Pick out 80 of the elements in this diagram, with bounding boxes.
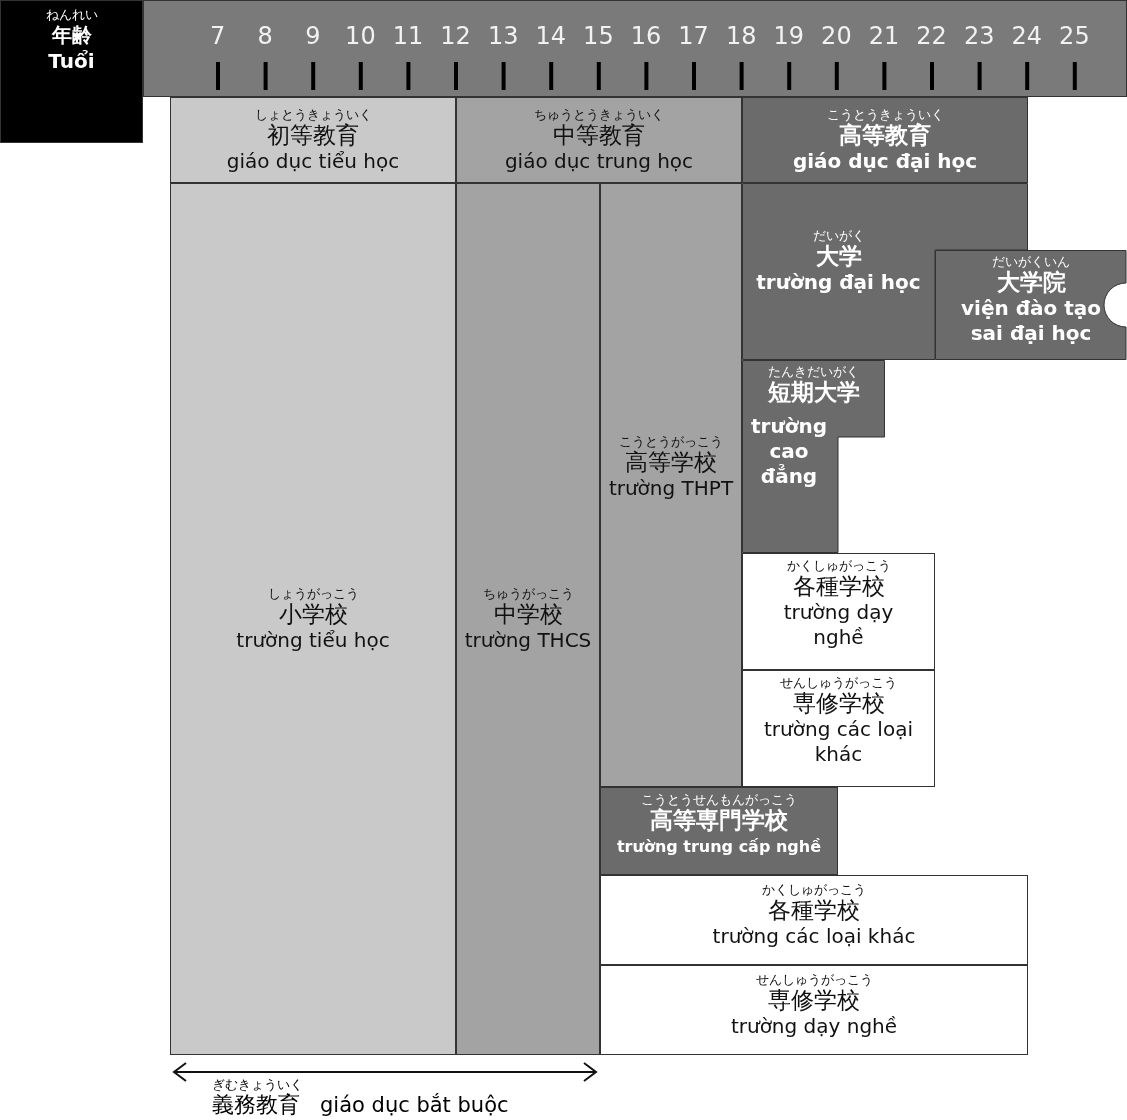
japanese-term: 高等教育	[839, 121, 931, 149]
vietnamese-term: giáo dục đại học	[792, 148, 978, 174]
vietnamese-term: trường tiểu học	[236, 627, 390, 653]
furigana-text: だいがくいん	[992, 254, 1070, 269]
vietnamese-term: trường các loại khác	[763, 717, 914, 767]
japanese-term: 年齢	[51, 22, 92, 49]
furigana-text: こうとうきょういく	[826, 106, 944, 122]
japanese-term: 義務教育	[212, 1092, 300, 1118]
age-number: 21	[867, 22, 901, 50]
vietnamese-term: trường dạy nghề	[730, 1014, 898, 1039]
furigana-text: こうとうがっこう	[619, 434, 723, 449]
furigana-text: だいがく	[812, 228, 865, 243]
furigana-text: たんきだいがく	[768, 364, 859, 379]
age-number: 14	[534, 22, 568, 50]
age-number: 9	[304, 22, 322, 50]
japanese-term: 高等専門学校	[650, 807, 788, 834]
age-number: 18	[724, 22, 758, 50]
vietnamese-term: giáo dục tiểu học	[226, 148, 400, 174]
furigana-text: ちゅうがっこう	[482, 585, 574, 601]
furigana-text: せんしゅうがっこう	[755, 972, 873, 987]
age-number: 25	[1058, 22, 1091, 50]
furigana-text: しょうがっこう	[267, 585, 359, 601]
age-number: 13	[486, 22, 520, 50]
furigana-text: せんしゅうがっこう	[780, 675, 897, 690]
school-box	[600, 183, 742, 787]
furigana-text: しょとうきょういく	[254, 106, 372, 122]
age-number: 12	[439, 22, 472, 50]
age-number: 16	[629, 22, 663, 50]
age-number: 15	[582, 22, 615, 50]
age-number: 20	[820, 22, 853, 50]
school-box	[600, 965, 1028, 1055]
school-box	[456, 183, 600, 1055]
vietnamese-term: trường dạy nghề	[782, 600, 895, 650]
vietnamese-term: trường đại học	[756, 270, 921, 295]
furigana-text: ねんれい	[45, 7, 98, 22]
age-number: 11	[391, 22, 425, 50]
school-box	[935, 250, 1127, 360]
age-number: 19	[772, 22, 806, 50]
header-box	[0, 0, 143, 143]
age-number: 23	[962, 22, 996, 50]
stage-header-box	[742, 97, 1028, 183]
furigana-text: ちゅうとうきょういく	[534, 106, 664, 122]
school-box	[600, 787, 838, 875]
furigana-text: かくしゅがっこう	[786, 558, 891, 573]
furigana-text: ぎむきょういく	[212, 1077, 303, 1092]
age-number: 10	[344, 22, 377, 50]
age-number: 17	[677, 22, 710, 50]
japanese-term: 短期大学	[767, 379, 860, 406]
stage-header-box	[170, 97, 456, 183]
school-box	[600, 875, 1028, 965]
vietnamese-term: trường các loại khác	[712, 924, 916, 949]
vietnamese-term: trường THPT	[608, 476, 734, 501]
age-number: 7	[208, 22, 227, 50]
school-box	[742, 553, 935, 670]
japanese-term: 中学校	[493, 600, 563, 628]
vietnamese-term: viện đào tạo sai đại học	[960, 296, 1102, 346]
age-number: 24	[1010, 22, 1044, 50]
age-number: 8	[256, 22, 274, 50]
japanese-term: 大学	[815, 243, 862, 270]
age-number: 22	[915, 22, 948, 50]
school-box	[170, 183, 456, 1055]
furigana-text: こうとうせんもんがっこう	[641, 792, 797, 807]
stage-header-box	[456, 97, 742, 183]
japanese-term: 小学校	[278, 600, 348, 628]
japanese-term: 専修学校	[792, 690, 885, 717]
vietnamese-term: trường trung cấp nghề	[616, 836, 822, 858]
vietnamese-term: Tuổi	[48, 49, 95, 74]
japanese-term: 各種学校	[792, 573, 885, 600]
japanese-term: 大学院	[996, 269, 1066, 296]
vietnamese-term: trường THCS	[464, 627, 592, 653]
furigana-text: かくしゅがっこう	[762, 882, 866, 897]
vietnamese-term: giáo dục bắt buộc	[320, 1093, 509, 1118]
vietnamese-term: trường cao đẳng	[750, 414, 828, 489]
japanese-term: 初等教育	[267, 121, 359, 149]
school-box	[742, 670, 935, 787]
japanese-term: 各種学校	[768, 897, 860, 924]
vietnamese-term: giáo dục trung học	[504, 148, 694, 174]
japanese-term: 専修学校	[768, 987, 860, 1014]
japanese-term: 高等学校	[625, 449, 717, 476]
japanese-term: 中等教育	[553, 121, 645, 149]
